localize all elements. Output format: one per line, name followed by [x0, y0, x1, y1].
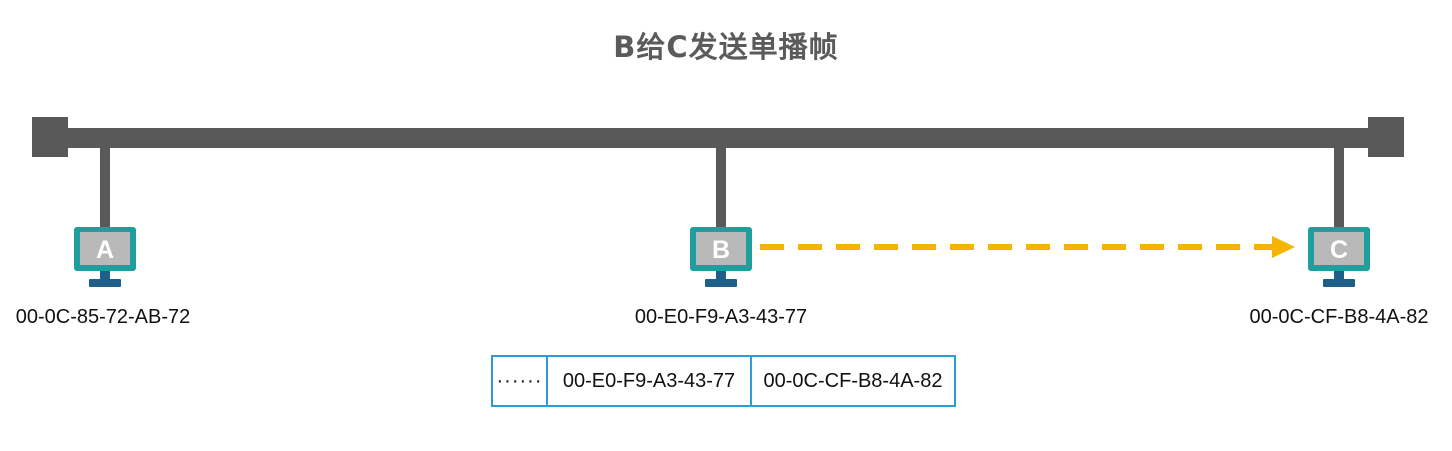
host-c: C: [1308, 227, 1370, 287]
host-c-mac-label: 00-0C-CF-B8-4A-82: [1249, 306, 1429, 328]
host-a: A: [74, 227, 136, 287]
host-c-letter: C: [1330, 236, 1348, 264]
monitor-icon: [690, 227, 752, 287]
drop-cable-a: [100, 146, 110, 228]
arrow-head-icon: [1272, 236, 1295, 258]
bus-terminator-left: [32, 117, 68, 157]
drop-cable-c: [1334, 146, 1344, 228]
host-a-mac-label: 00-0C-85-72-AB-72: [15, 306, 191, 328]
frame-source-mac-cell: 00-E0-F9-A3-43-77: [546, 357, 750, 405]
bus-terminator-right: [1368, 117, 1404, 157]
bus-line: [50, 128, 1402, 148]
drop-cable-b: [716, 146, 726, 228]
frame-destination-mac-cell: 00-0C-CF-B8-4A-82: [750, 357, 954, 405]
unicast-arrow: [760, 236, 1295, 258]
host-b-mac-label: 00-E0-F9-A3-43-77: [634, 306, 808, 328]
frame-payload-cell: ······: [496, 369, 543, 392]
unicast-frame: ······ 00-E0-F9-A3-43-77 00-0C-CF-B8-4A-…: [491, 355, 956, 407]
monitor-icon: [1308, 227, 1370, 287]
diagram-title: B给C发送单播帧: [613, 30, 839, 64]
host-a-letter: A: [96, 236, 114, 264]
host-b: B: [690, 227, 752, 287]
host-b-letter: B: [712, 236, 730, 264]
monitor-icon: [74, 227, 136, 287]
